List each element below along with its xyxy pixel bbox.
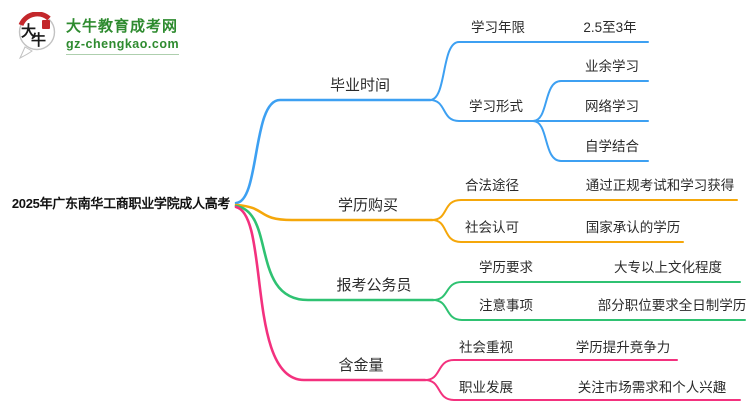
node-career-development: 职业发展 [459, 380, 513, 395]
logo-text-block: 大牛教育成考网 gz-chengkao.com [66, 17, 180, 55]
connector-study-form [429, 99, 534, 122]
connector-root-to-civil-service [234, 204, 435, 302]
node-parttime-study: 业余学习 [585, 59, 639, 74]
node-notes: 注意事项 [479, 298, 533, 313]
branch-diploma-purchase-lines [234, 199, 738, 243]
site-name: 大牛教育成考网 [66, 17, 179, 35]
node-study-years-value: 2.5至3年 [583, 20, 637, 35]
node-online-study: 网络学习 [585, 99, 639, 114]
node-social-emphasis-detail: 学历提升竞争力 [575, 340, 671, 355]
connector-social-recognition [431, 219, 684, 243]
node-selfstudy-combined: 自学结合 [585, 139, 639, 154]
site-logo-link[interactable]: 大 牛 大牛教育成考网 gz-chengkao.com [16, 12, 180, 60]
connector-root-to-value [234, 205, 427, 382]
branch-value-lines [234, 205, 741, 401]
node-education-requirement: 学历要求 [479, 260, 533, 275]
node-social-recognition: 社会认可 [465, 220, 519, 235]
logo-char-2: 牛 [31, 31, 46, 49]
node-notes-detail: 部分职位要求全日制学历 [597, 298, 747, 313]
connector-root-to-graduation-time [234, 98, 432, 205]
node-diploma-purchase: 学历购买 [337, 197, 398, 214]
connector-education-requirement [432, 281, 741, 301]
bull-logo-icon: 大 牛 [18, 12, 56, 60]
node-study-form: 学习形式 [469, 99, 523, 114]
node-career-development-detail: 关注市场需求和个人兴趣 [577, 380, 727, 395]
connector-selfstudy-combined [532, 120, 649, 162]
connector-social-emphasis [424, 359, 678, 381]
connector-notes [432, 299, 746, 321]
connector-parttime-study [532, 80, 649, 122]
central-topic: 2025年广东南华工商职业学院成人高考 [11, 196, 231, 211]
node-social-emphasis: 社会重视 [459, 340, 513, 355]
site-url: gz-chengkao.com [66, 36, 180, 55]
node-education-requirement-detail: 大专以上文化程度 [614, 260, 722, 275]
branch-civil-service-lines [234, 204, 746, 321]
connector-root-to-diploma-purchase [234, 203, 434, 222]
node-value: 含金量 [338, 357, 384, 374]
node-legal-way-detail: 通过正规考试和学习获得 [585, 178, 735, 193]
connector-career-development [424, 379, 741, 401]
node-graduation-time: 毕业时间 [329, 77, 390, 94]
logo-char-1: 大 [21, 22, 36, 40]
node-civil-service: 报考公务员 [336, 277, 412, 294]
node-legal-way: 合法途径 [465, 178, 519, 193]
branch-graduation-time-lines [234, 41, 649, 205]
connector-legal-way [431, 199, 738, 221]
connector-study-years [429, 41, 649, 101]
node-social-recognition-detail: 国家承认的学历 [585, 220, 681, 235]
node-study-years: 学习年限 [471, 20, 525, 35]
